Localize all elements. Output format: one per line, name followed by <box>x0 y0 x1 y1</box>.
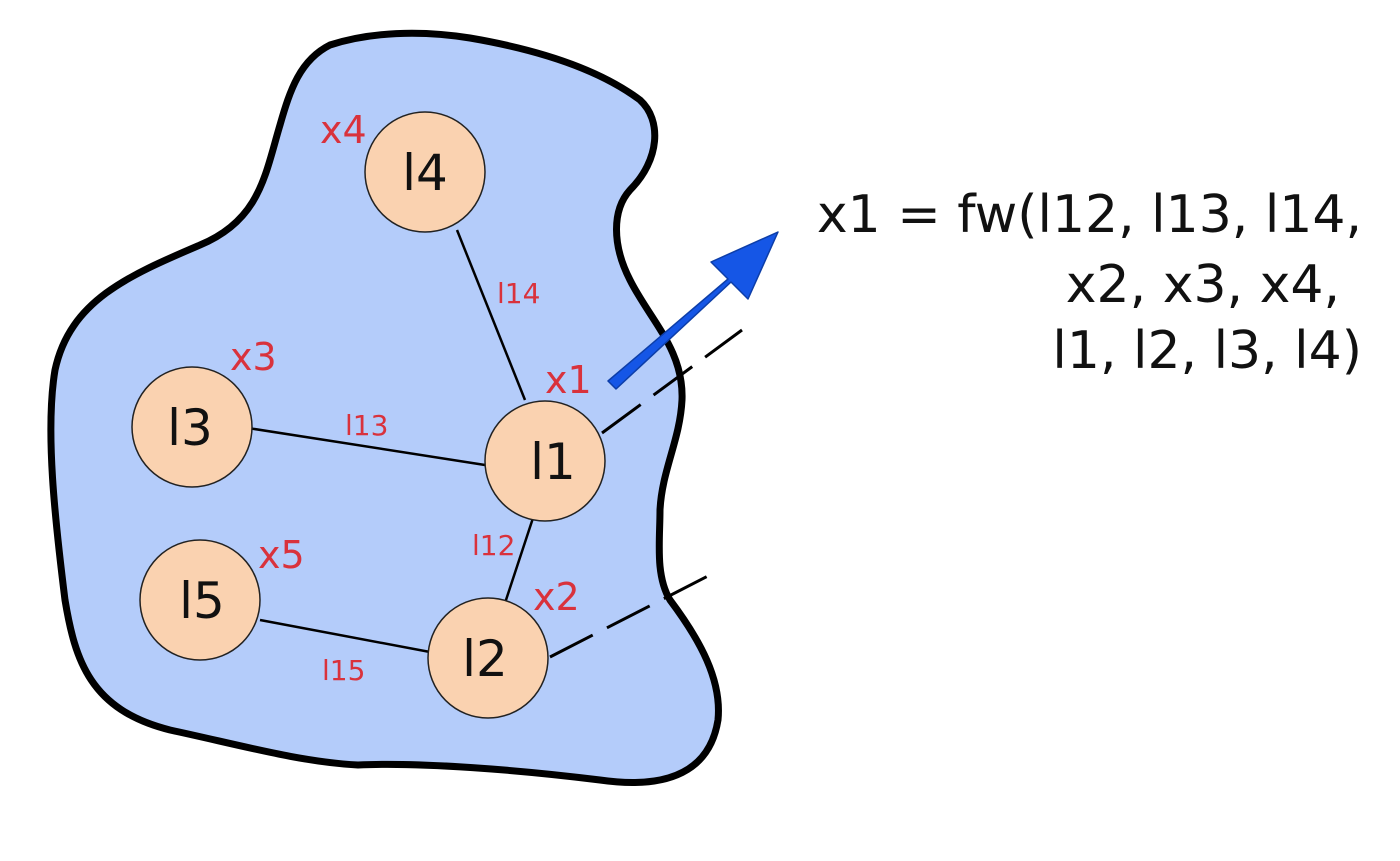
node-l5-circle <box>139 539 261 661</box>
node-l2-label: l2 <box>462 630 508 688</box>
node-l3-circle <box>131 366 253 488</box>
node-l4-label: l4 <box>402 144 448 202</box>
edge-l12-label: l12 <box>472 529 515 562</box>
state-x4-label: x4 <box>320 108 367 152</box>
formula-line-2: x2, x3, x4, <box>1066 255 1340 315</box>
outgoing-edge-l2 <box>549 574 709 659</box>
edge-l13-label: l13 <box>345 409 388 442</box>
edge-l2-l5 <box>259 618 431 654</box>
node-l2-circle <box>427 597 549 719</box>
state-x1-label: x1 <box>545 358 592 402</box>
node-l1-circle <box>484 400 606 522</box>
output-arrow <box>607 231 779 390</box>
state-x3-label: x3 <box>230 335 277 379</box>
node-l4-circle <box>364 111 486 233</box>
state-x5-label: x5 <box>258 533 305 577</box>
formula-line-1: x1 = fw(l12, l13, l14, <box>817 185 1362 245</box>
formula-line-3: l1, l2, l3, l4) <box>1052 321 1362 381</box>
outgoing-edge-l1 <box>601 328 743 435</box>
edge-l15-label: l15 <box>322 654 365 687</box>
node-l3-label: l3 <box>167 399 213 457</box>
edge-l1-l4 <box>455 229 527 401</box>
node-l5-label: l5 <box>179 572 225 630</box>
edge-l14-label: l14 <box>497 277 540 310</box>
node-l1-label: l1 <box>530 433 576 491</box>
state-x2-label: x2 <box>533 575 580 619</box>
edge-l1-l3 <box>247 426 486 467</box>
edge-l1-l2 <box>503 517 535 604</box>
